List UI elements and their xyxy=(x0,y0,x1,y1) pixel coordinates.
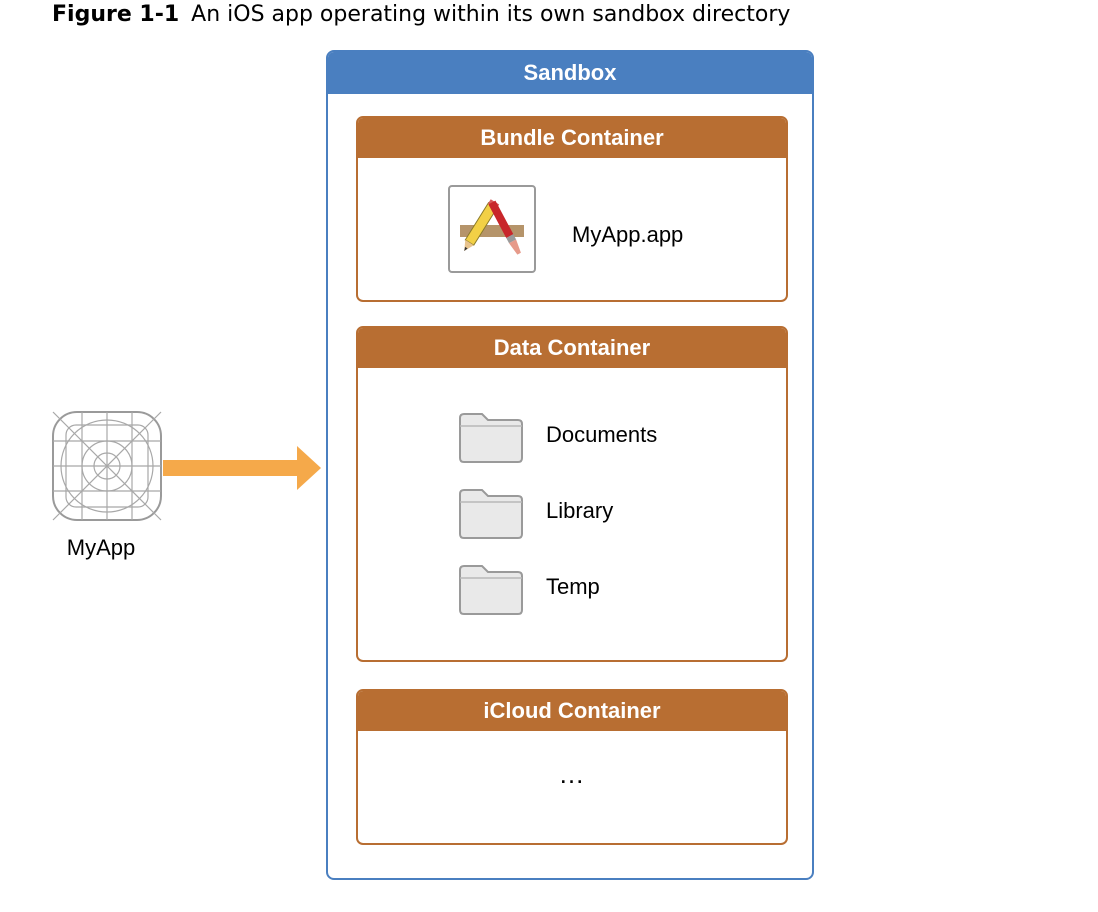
data-container-title: Data Container xyxy=(358,328,786,368)
icloud-container-title: iCloud Container xyxy=(358,691,786,731)
folder-temp: Temp xyxy=(458,560,758,616)
sandbox-title: Sandbox xyxy=(328,52,812,94)
app-icon xyxy=(52,411,162,521)
figure-caption: Figure 1-1 An iOS app operating within it… xyxy=(52,0,790,30)
folder-icon xyxy=(459,565,523,615)
figure-title: An iOS app operating within its own sand… xyxy=(191,2,791,27)
arrow-icon xyxy=(163,446,321,490)
folder-documents: Documents xyxy=(458,408,758,464)
folder-library: Library xyxy=(458,484,758,540)
data-container: Data Container Documents Library Temp xyxy=(356,326,788,662)
figure-number: Figure 1-1 xyxy=(52,2,180,27)
bundle-container: Bundle Container MyApp.app xyxy=(356,116,788,302)
xcode-app-icon xyxy=(448,185,536,273)
folder-label: Temp xyxy=(546,574,600,599)
bundle-item-label: MyApp.app xyxy=(572,222,684,247)
folder-icon xyxy=(459,489,523,539)
folder-label: Documents xyxy=(546,422,658,447)
icloud-container: iCloud Container … xyxy=(356,689,788,845)
app-label: MyApp xyxy=(66,535,136,560)
icloud-content: … xyxy=(558,759,586,789)
folder-icon xyxy=(459,413,523,463)
folder-label: Library xyxy=(546,498,614,523)
bundle-container-title: Bundle Container xyxy=(358,118,786,158)
